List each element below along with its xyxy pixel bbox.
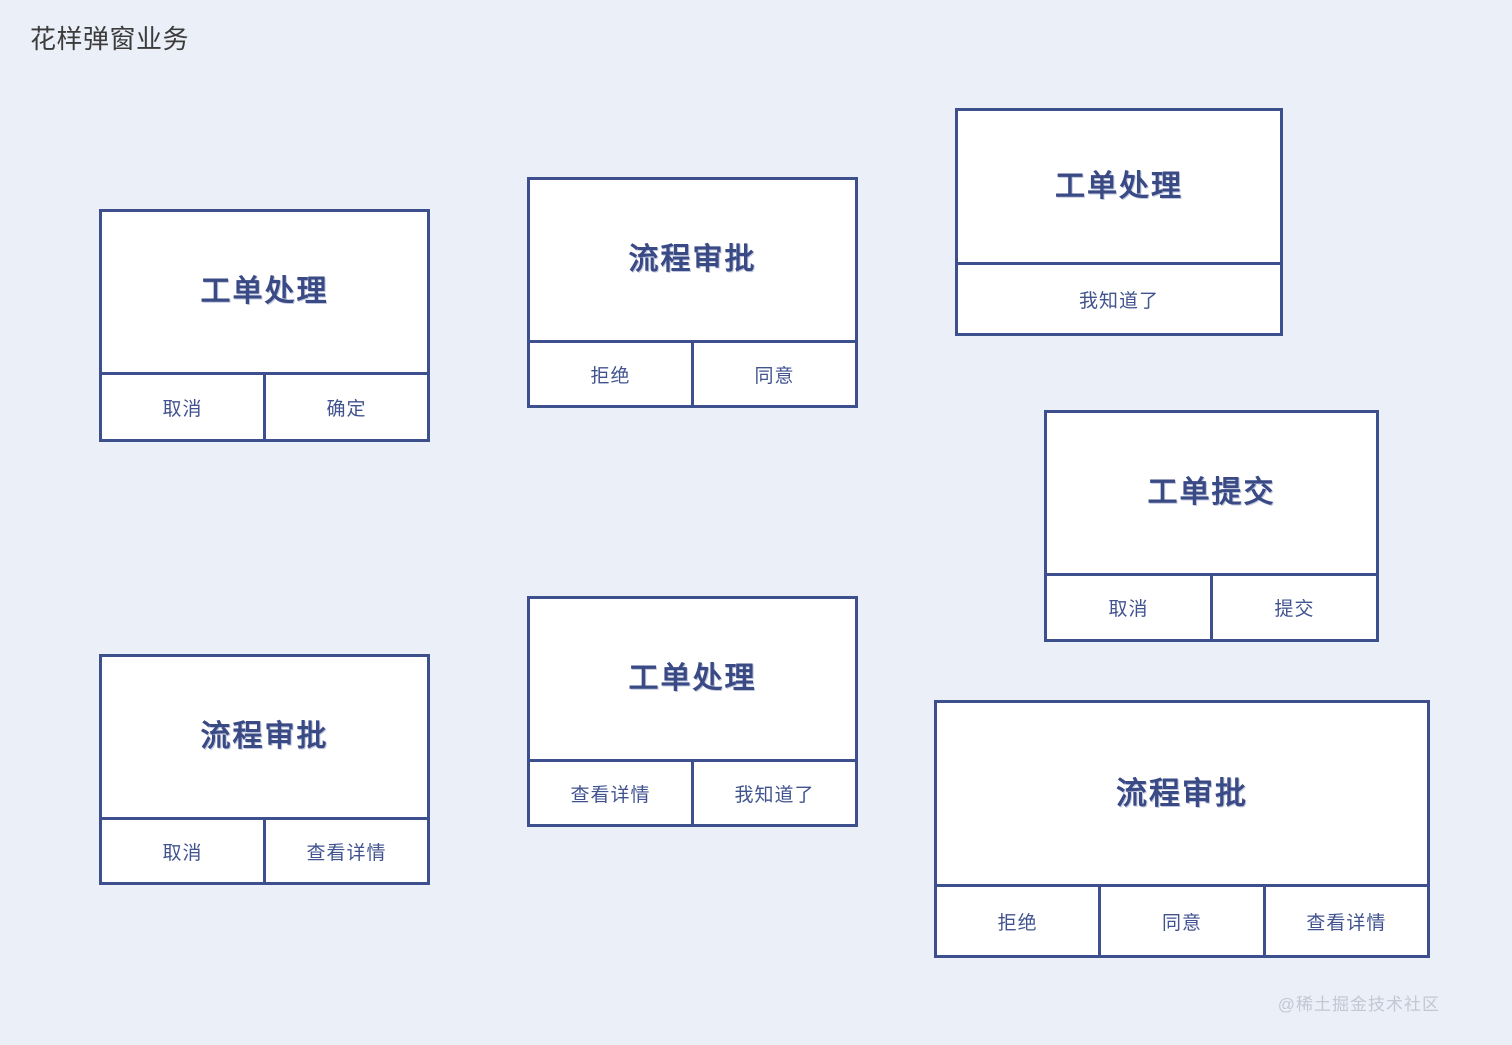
dialog-title: 工单处理 — [628, 662, 757, 695]
dialog-button-acknowledge[interactable]: 我知道了 — [958, 265, 1280, 333]
dialog-body: 流程审批 — [102, 657, 427, 817]
dialog-title: 流程审批 — [1116, 775, 1248, 811]
dialog-body: 流程审批 — [937, 703, 1427, 884]
dialog-button-submit[interactable]: 提交 — [1210, 576, 1376, 639]
dialog-work-order-submit: 工单提交 取消 提交 — [1044, 410, 1379, 642]
dialog-footer: 取消 查看详情 — [102, 817, 427, 882]
dialog-body: 工单提交 — [1047, 413, 1376, 573]
dialog-body: 流程审批 — [530, 180, 855, 340]
dialog-button-agree[interactable]: 同意 — [691, 343, 855, 405]
dialog-footer: 取消 确定 — [102, 372, 427, 439]
dialog-body: 工单处理 — [958, 111, 1280, 262]
dialog-title: 工单处理 — [200, 275, 329, 308]
dialog-button-acknowledge[interactable]: 我知道了 — [691, 762, 855, 824]
dialog-work-order-confirm: 工单处理 取消 确定 — [99, 209, 430, 442]
dialog-title: 流程审批 — [200, 720, 329, 753]
dialog-button-reject[interactable]: 拒绝 — [937, 887, 1099, 955]
dialog-process-approval-two-action: 流程审批 拒绝 同意 — [527, 177, 858, 408]
dialog-process-approval-detail: 流程审批 取消 查看详情 — [99, 654, 430, 885]
dialog-body: 工单处理 — [102, 212, 427, 372]
dialog-footer: 查看详情 我知道了 — [530, 759, 855, 824]
dialog-button-agree[interactable]: 同意 — [1098, 887, 1263, 955]
dialog-title: 工单提交 — [1147, 476, 1276, 509]
dialog-button-view-detail[interactable]: 查看详情 — [263, 820, 427, 882]
dialog-button-cancel[interactable]: 取消 — [102, 820, 263, 882]
dialog-button-reject[interactable]: 拒绝 — [530, 343, 691, 405]
dialog-button-confirm[interactable]: 确定 — [263, 375, 427, 439]
dialog-button-view-detail[interactable]: 查看详情 — [530, 762, 691, 824]
dialog-process-approval-three-action: 流程审批 拒绝 同意 查看详情 — [934, 700, 1430, 958]
dialog-footer: 拒绝 同意 — [530, 340, 855, 405]
dialog-button-cancel[interactable]: 取消 — [1047, 576, 1210, 639]
watermark: @稀土掘金技术社区 — [1277, 995, 1440, 1014]
dialog-work-order-detail-acknowledge: 工单处理 查看详情 我知道了 — [527, 596, 858, 827]
dialog-work-order-single-action: 工单处理 我知道了 — [955, 108, 1283, 336]
dialog-body: 工单处理 — [530, 599, 855, 759]
page-title: 花样弹窗业务 — [30, 24, 190, 54]
dialog-button-cancel[interactable]: 取消 — [102, 375, 263, 439]
dialog-button-view-detail[interactable]: 查看详情 — [1262, 887, 1427, 955]
dialog-title: 工单处理 — [1055, 169, 1183, 203]
dialog-footer: 取消 提交 — [1047, 573, 1376, 639]
dialog-footer: 我知道了 — [958, 262, 1280, 333]
dialog-title: 流程审批 — [628, 243, 757, 276]
dialog-footer: 拒绝 同意 查看详情 — [937, 884, 1427, 955]
